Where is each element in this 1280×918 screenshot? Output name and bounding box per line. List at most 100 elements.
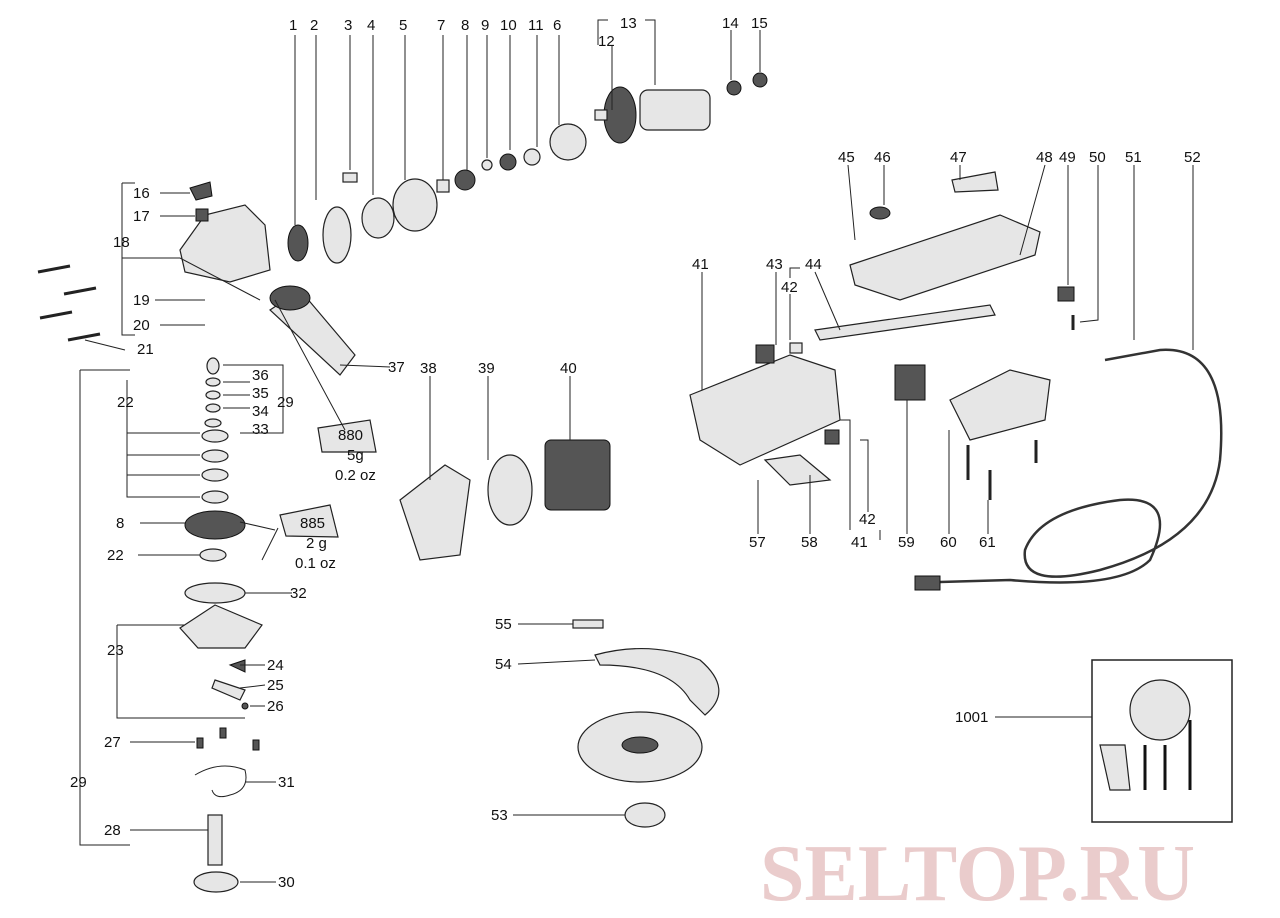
part-number-label: 45 bbox=[838, 149, 855, 166]
part-number-label: 24 bbox=[267, 657, 284, 674]
part-number-label: 42 bbox=[859, 511, 876, 528]
part-number-label: 1001 bbox=[955, 709, 988, 726]
gear-8 bbox=[454, 169, 476, 191]
armature bbox=[639, 89, 711, 131]
switch-59 bbox=[894, 364, 926, 401]
part-number-label: 59 bbox=[898, 534, 915, 551]
part-number-label: 16 bbox=[133, 185, 150, 202]
part-number-label: 14 bbox=[722, 15, 739, 32]
part-number-label: 4 bbox=[367, 17, 375, 34]
switch-rod-44 bbox=[814, 304, 996, 341]
nut-30 bbox=[193, 871, 239, 893]
part-number-label: 19 bbox=[133, 292, 150, 309]
part-number-label: 9 bbox=[481, 17, 489, 34]
gear-head bbox=[179, 204, 271, 283]
part-number-label: 34 bbox=[252, 403, 269, 420]
ring-9 bbox=[481, 159, 493, 171]
part-number-label: 27 bbox=[104, 734, 121, 751]
grease-tube-880 bbox=[317, 419, 377, 453]
part-number-label: 17 bbox=[133, 208, 150, 225]
part-number-label: 61 bbox=[979, 534, 996, 551]
part-3 bbox=[342, 172, 358, 183]
handle-thread bbox=[269, 285, 311, 311]
part-number-label: 26 bbox=[267, 698, 284, 715]
part-number-label: 48 bbox=[1036, 149, 1053, 166]
part-number-label: 32 bbox=[290, 585, 307, 602]
spring-31 bbox=[194, 765, 247, 798]
bearing-10 bbox=[499, 153, 517, 171]
screw-7 bbox=[436, 179, 450, 193]
part-number-label: 47 bbox=[950, 149, 967, 166]
part-number-label: 52 bbox=[1184, 149, 1201, 166]
part-number-label: 43 bbox=[766, 256, 783, 273]
part-number-label: 25 bbox=[267, 677, 284, 694]
plate-5 bbox=[392, 178, 438, 232]
part-number-label: 54 bbox=[495, 656, 512, 673]
part-number-label: 23 bbox=[107, 642, 124, 659]
part-number-label: 57 bbox=[749, 534, 766, 551]
screws-27 bbox=[196, 727, 260, 751]
part-number-label: 55 bbox=[495, 616, 512, 633]
label-55 bbox=[572, 619, 604, 629]
schematic-switch bbox=[1099, 744, 1131, 791]
part-24 bbox=[228, 659, 246, 673]
part-number-label: 53 bbox=[491, 807, 508, 824]
part-number-label: 35 bbox=[252, 385, 269, 402]
part-number-label: 11 bbox=[528, 17, 544, 34]
label-47 bbox=[951, 171, 999, 193]
part-26 bbox=[241, 702, 249, 710]
part-number-label: 38 bbox=[420, 360, 437, 377]
part-number-label: 22 bbox=[107, 547, 124, 564]
lever-25 bbox=[211, 679, 246, 701]
part-number-label: 2 bbox=[310, 17, 318, 34]
screws-61 bbox=[966, 315, 1075, 500]
grease-weight-g: 2 g bbox=[306, 535, 327, 552]
spring-17 bbox=[195, 208, 209, 222]
part-number-label: 39 bbox=[478, 360, 495, 377]
part-number-label: 20 bbox=[133, 317, 150, 334]
part-number-label: 41 bbox=[851, 534, 868, 551]
brush-holder-43 bbox=[755, 344, 775, 364]
grease-tube-885 bbox=[279, 504, 339, 538]
plug bbox=[914, 575, 941, 591]
part-number-label: 10 bbox=[500, 17, 517, 34]
part-number-label: 8 bbox=[116, 515, 124, 532]
grease-880-label: 880 5g 0.2 oz bbox=[335, 427, 376, 484]
fan bbox=[603, 86, 637, 144]
screws-21 bbox=[37, 264, 101, 342]
part-number-label: 41 bbox=[692, 256, 709, 273]
part-number-label: 28 bbox=[104, 822, 121, 839]
grease-code: 885 bbox=[300, 515, 325, 532]
grease-code: 880 bbox=[338, 427, 363, 444]
grease-weight-oz: 0.1 oz bbox=[295, 555, 336, 572]
schematic-wires bbox=[1143, 720, 1192, 790]
grease-weight-g: 5g bbox=[347, 447, 364, 464]
brush-42 bbox=[789, 342, 803, 354]
part-number-label: 7 bbox=[437, 17, 445, 34]
baffle-39 bbox=[487, 454, 533, 526]
part-number-label: 58 bbox=[801, 534, 818, 551]
part-11 bbox=[523, 148, 541, 166]
part-number-label: 36 bbox=[252, 367, 269, 384]
part-number-label: 18 bbox=[113, 234, 130, 251]
button-46 bbox=[869, 206, 891, 220]
shaft bbox=[594, 109, 608, 121]
part-number-label: 40 bbox=[560, 360, 577, 377]
washer-4 bbox=[361, 197, 395, 239]
part-number-label: 51 bbox=[1125, 149, 1142, 166]
disc-6 bbox=[549, 123, 587, 161]
part-number-label: 29 bbox=[70, 774, 87, 791]
part-number-label: 12 bbox=[598, 33, 615, 50]
insulation-57 bbox=[763, 454, 832, 486]
nut-15 bbox=[752, 72, 768, 88]
part-number-label: 46 bbox=[874, 149, 891, 166]
part-number-label: 13 bbox=[620, 15, 637, 32]
handle-cover-45 bbox=[849, 214, 1041, 301]
part-number-label: 5 bbox=[399, 17, 407, 34]
part-number-label: 49 bbox=[1059, 149, 1076, 166]
part-49 bbox=[1057, 286, 1075, 302]
part-number-label: 44 bbox=[805, 256, 822, 273]
